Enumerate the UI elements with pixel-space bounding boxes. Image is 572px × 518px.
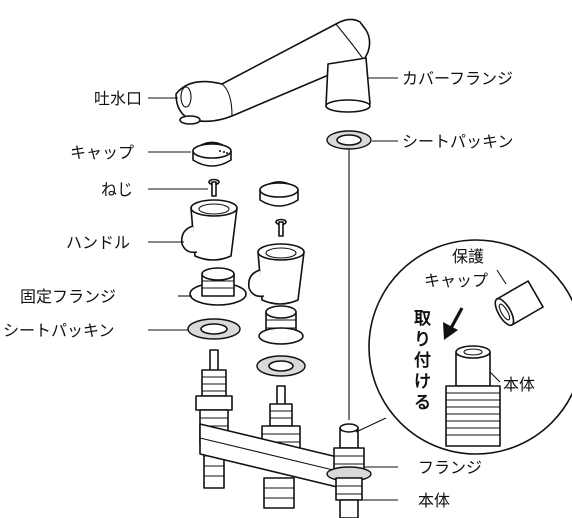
attach-arrow: [443, 307, 464, 340]
fixed-flange-left-part: [189, 267, 247, 306]
label-cover-flange: カバーフランジ: [402, 69, 513, 88]
label-attach-char-1: 取: [414, 309, 431, 329]
cover-flange-part: [325, 57, 371, 113]
label-spout: 吐水口: [94, 89, 142, 108]
label-handle: ハンドル: [66, 233, 130, 252]
seat-packing-left-part: [187, 318, 241, 340]
screw-left-part: [208, 178, 220, 197]
valve-left-body-part: [195, 349, 233, 489]
handle-middle-part: [247, 243, 305, 305]
cap-left-part: [192, 141, 232, 167]
label-attach-char-5: る: [414, 393, 431, 413]
cap-middle-part: [259, 181, 299, 207]
inset-detail: [368, 239, 572, 455]
label-cap: キャップ: [70, 143, 134, 162]
label-body: 本体: [418, 491, 450, 510]
inset-body-part: [445, 345, 501, 447]
label-attach-char-4: け: [414, 372, 431, 392]
fixed-flange-middle-part: [258, 305, 304, 345]
protect-cap-part: [494, 280, 544, 327]
spout-arm: [175, 18, 371, 125]
handle-left-part: [180, 199, 238, 261]
label-flange: フランジ: [418, 458, 482, 477]
seat-packing-right-part: [326, 130, 372, 150]
inset-pointer-line: [355, 417, 387, 433]
spout-base-right-part: [326, 423, 372, 518]
screw-middle-part: [275, 218, 287, 237]
leader-lines: [148, 77, 398, 501]
label-fixed-flange: 固定フランジ: [20, 287, 116, 306]
label-inset-body: 本体: [503, 375, 535, 394]
label-protect-cap-2: キャップ: [424, 271, 488, 290]
label-screw: ねじ: [101, 180, 133, 199]
label-attach-char-2: り: [414, 330, 431, 350]
label-seat-packing-right: シートパッキン: [402, 132, 514, 151]
label-attach-char-3: 付: [414, 350, 431, 371]
label-seat-packing-left: シートパッキン: [3, 321, 115, 340]
label-protect-cap-1: 保護: [452, 247, 484, 266]
seat-packing-middle-part: [256, 355, 306, 377]
